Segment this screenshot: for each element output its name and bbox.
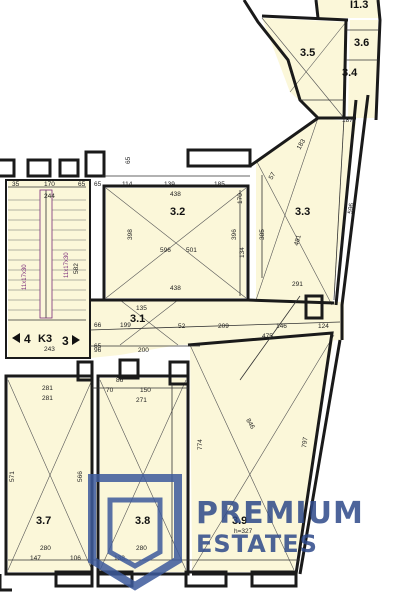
dim-label: 199 bbox=[120, 322, 131, 329]
dim-label: 209 bbox=[218, 323, 229, 330]
stair-flight-label-b: 11x17x30 bbox=[64, 252, 70, 278]
inner-lines bbox=[8, 29, 378, 561]
dim-label: 170 bbox=[237, 193, 244, 204]
room-label-3-5: 3.5 bbox=[300, 47, 315, 59]
arrow-left-icon bbox=[12, 333, 20, 343]
dim-label: 501 bbox=[186, 247, 197, 254]
dim-label: 65 bbox=[78, 181, 86, 188]
room-label-3-8: 3.8 bbox=[135, 515, 150, 527]
arrow-label-left: 4 bbox=[24, 332, 31, 346]
room-label-3-7: 3.7 bbox=[36, 515, 51, 527]
dim-label: 385 bbox=[259, 229, 266, 240]
fill-room-1-3 bbox=[318, 0, 380, 18]
dim-label: 280 bbox=[40, 545, 51, 552]
dim-label: 438 bbox=[170, 191, 181, 198]
dim-label: 96 bbox=[94, 347, 102, 354]
dim-label: 846 bbox=[244, 418, 256, 431]
shield-inner-icon bbox=[107, 497, 163, 569]
dim-label: 106 bbox=[70, 555, 81, 562]
fill-room-3-6 bbox=[348, 20, 378, 118]
stair-treads bbox=[8, 189, 86, 319]
walls bbox=[0, 0, 382, 592]
dim-label: 52 bbox=[178, 323, 186, 330]
dim-label: 596 bbox=[347, 202, 355, 214]
fill-corridor-3-1 bbox=[90, 300, 344, 358]
fill-room-3-3 bbox=[256, 118, 356, 305]
dim-label: 147 bbox=[30, 555, 41, 562]
dim-label: 139 bbox=[164, 181, 175, 188]
dim-label: 200 bbox=[138, 347, 149, 354]
dim-label: 396 bbox=[231, 229, 238, 240]
room-fills bbox=[8, 0, 380, 572]
dim-label: h=327 bbox=[234, 528, 253, 535]
dim-label: 66 bbox=[94, 322, 102, 329]
dim-label: 398 bbox=[127, 229, 134, 240]
dim-label: 124 bbox=[318, 323, 329, 330]
room-labels: I1.3 3.5 3.6 3.4 3.2 3.3 3.1 3.7 3.8 3.9… bbox=[12, 0, 369, 527]
fill-staircase bbox=[8, 180, 90, 358]
arrow-right-icon bbox=[72, 335, 80, 345]
dim-label: 150 bbox=[140, 387, 151, 394]
dim-label: 291 bbox=[292, 281, 303, 288]
dim-label: 65 bbox=[94, 181, 102, 188]
dim-label: 774 bbox=[197, 439, 204, 450]
room-label-1-3: I1.3 bbox=[350, 0, 368, 11]
dim-label: 170 bbox=[44, 181, 55, 188]
stair-flight-label-a: 11x17x30 bbox=[22, 264, 28, 290]
dim-label: 183 bbox=[296, 138, 308, 151]
dim-label: 243 bbox=[44, 346, 55, 353]
dim-label: 582 bbox=[73, 263, 80, 274]
dim-label: 271 bbox=[136, 397, 147, 404]
brand-name-line2: ESTATES bbox=[196, 530, 318, 558]
room-label-3-1: 3.1 bbox=[130, 313, 145, 325]
brand-watermark: PREMIUM ESTATES bbox=[88, 474, 364, 591]
dim-label: 65 bbox=[94, 343, 102, 350]
dim-label: 187 bbox=[342, 117, 353, 124]
room-label-3-3: 3.3 bbox=[295, 206, 310, 218]
dim-label: 566 bbox=[77, 471, 84, 482]
dim-label: 571 bbox=[9, 471, 16, 482]
room-label-3-4: 3.4 bbox=[342, 67, 358, 79]
dimension-labels: 35 170 65 244 65 114 139 185 438 438 398… bbox=[9, 117, 356, 562]
shield-logo-icon bbox=[88, 474, 182, 591]
dim-label: 135 bbox=[136, 305, 147, 312]
dim-label: 146 bbox=[276, 323, 287, 330]
dim-label: 134 bbox=[239, 247, 246, 258]
dim-label: 86 bbox=[116, 377, 124, 384]
room-label-3-9: 3.9 bbox=[232, 515, 247, 527]
dim-label: 475 bbox=[262, 333, 273, 340]
staircase-label-k3: K3 bbox=[38, 333, 52, 345]
dim-label: 481 bbox=[293, 234, 303, 247]
dim-label: 438 bbox=[170, 285, 181, 292]
dim-label: 281 bbox=[42, 395, 53, 402]
dim-label: 797 bbox=[301, 436, 309, 448]
dim-label: 114 bbox=[122, 181, 133, 188]
room-label-3-2: 3.2 bbox=[170, 206, 185, 218]
dim-label: 65 bbox=[125, 156, 132, 164]
dim-label: 596 bbox=[160, 247, 171, 254]
fill-room-3-4 bbox=[262, 18, 346, 118]
dim-label: 70 bbox=[106, 387, 114, 394]
arrow-label-right: 3 bbox=[62, 334, 69, 348]
dim-label: 185 bbox=[214, 181, 225, 188]
dim-label: 280 bbox=[136, 545, 147, 552]
room-label-3-6: 3.6 bbox=[354, 37, 369, 49]
dim-label: 57 bbox=[268, 171, 278, 181]
dim-label: 244 bbox=[44, 193, 55, 200]
brand-name-line1: PREMIUM bbox=[196, 496, 364, 531]
dim-label: 35 bbox=[12, 181, 20, 188]
dim-label: 281 bbox=[42, 385, 53, 392]
